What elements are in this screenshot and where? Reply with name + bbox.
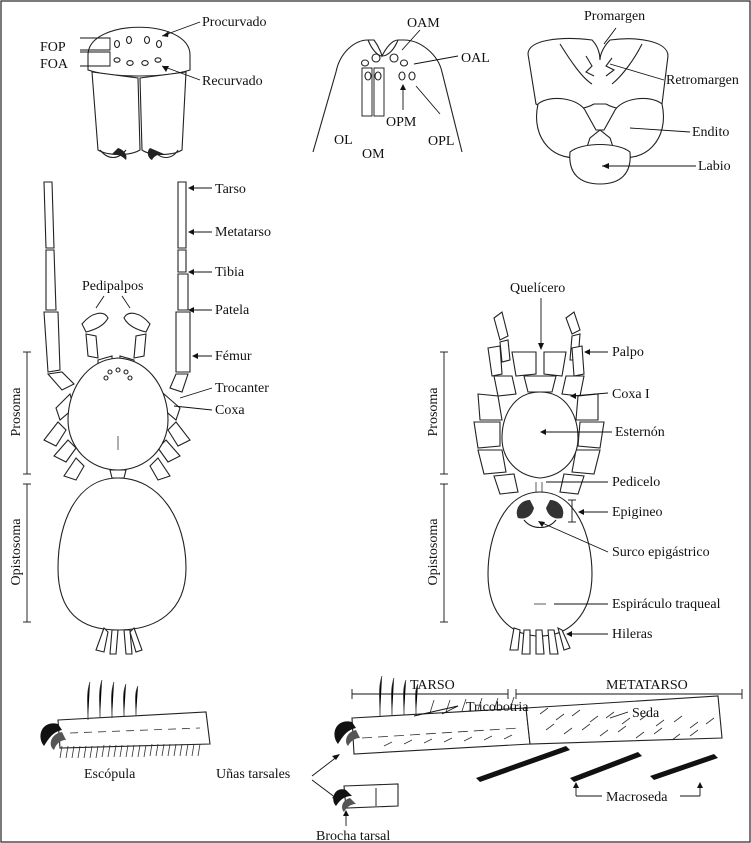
- label-patela: Patela: [215, 303, 250, 318]
- label-escopula: Escópula: [84, 767, 136, 782]
- macroseta-1: [476, 746, 570, 782]
- label-seda: Seda: [632, 706, 660, 721]
- label-tarso-caps: TARSO: [410, 678, 455, 693]
- label-fop: FOP: [40, 40, 66, 55]
- spider-ventral-view: Quelícero Palpo Coxa I Esternón Pedicelo…: [426, 281, 721, 654]
- label-unas-tarsales: Uñas tarsales: [216, 767, 290, 782]
- label-prosoma-dorsal: Prosoma: [9, 387, 24, 437]
- label-oam: OAM: [407, 16, 440, 31]
- label-metatarso: Metatarso: [215, 225, 271, 240]
- label-espiraculo-traqueal: Espiráculo traqueal: [612, 597, 721, 612]
- label-procurvado: Procurvado: [202, 15, 267, 30]
- label-prosoma-ventral: Prosoma: [426, 387, 441, 437]
- mouthparts-ventral-view: Promargen Retromargen Endito Labio: [528, 9, 739, 184]
- label-om: OM: [362, 147, 385, 162]
- spider-dorsal-view: Tarso Metatarso Tibia Pedipalpos Patela …: [9, 182, 271, 654]
- label-metatarso-caps: METATARSO: [606, 678, 688, 693]
- eye-region-dorsal-view: OAM OAL OL OM OPM OPL: [313, 16, 490, 162]
- label-pedipalpos: Pedipalpos: [82, 279, 143, 294]
- label-oal: OAL: [461, 51, 490, 66]
- label-recurvado: Recurvado: [202, 74, 263, 89]
- label-epigineo: Epigineo: [612, 505, 663, 520]
- label-foa: FOA: [40, 57, 69, 72]
- label-opm: OPM: [386, 115, 417, 130]
- label-opistosoma-dorsal: Opistosoma: [9, 518, 24, 586]
- label-opl: OPL: [428, 134, 454, 149]
- label-surco-epigastrico: Surco epigástrico: [612, 545, 710, 560]
- label-esternon: Esternón: [615, 425, 665, 440]
- label-opistosoma-ventral: Opistosoma: [426, 518, 441, 586]
- label-coxa-i: Coxa I: [612, 387, 650, 402]
- label-promargen: Promargen: [584, 9, 645, 24]
- label-coxa: Coxa: [215, 403, 245, 418]
- label-ol: OL: [334, 133, 353, 148]
- label-pedicelo: Pedicelo: [612, 475, 660, 490]
- macroseta-2: [570, 752, 642, 782]
- label-quelicero: Quelícero: [510, 281, 565, 296]
- label-brocha-tarsal: Brocha tarsal: [316, 829, 390, 843]
- label-tricobotria: Tricobotria: [466, 700, 529, 715]
- label-macroseda: Macroseda: [606, 790, 668, 805]
- label-tarso: Tarso: [215, 182, 246, 197]
- label-hileras: Hileras: [612, 627, 652, 642]
- label-trocanter: Trocanter: [215, 381, 269, 396]
- cephalothorax-front-view: Procurvado FOP FOA Recurvado: [40, 15, 267, 160]
- label-femur: Fémur: [215, 349, 252, 364]
- label-palpo: Palpo: [612, 345, 644, 360]
- label-tibia: Tibia: [215, 265, 245, 280]
- label-endito: Endito: [692, 125, 729, 140]
- leg-tip-detail: Escópula TARSO METATARSO: [40, 676, 742, 843]
- label-retromargen: Retromargen: [666, 73, 739, 88]
- label-labio: Labio: [698, 159, 731, 174]
- macroseta-3: [650, 754, 718, 780]
